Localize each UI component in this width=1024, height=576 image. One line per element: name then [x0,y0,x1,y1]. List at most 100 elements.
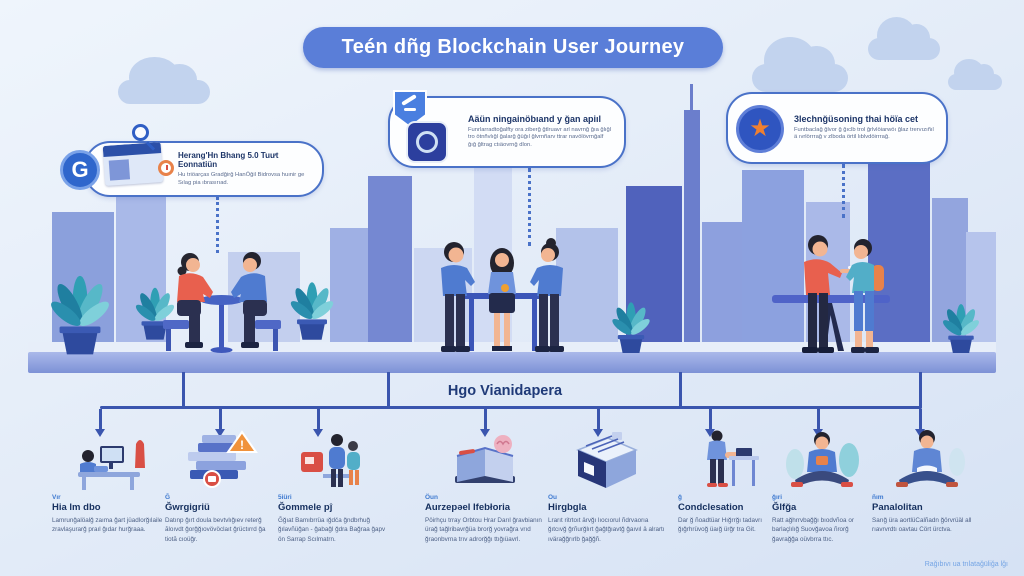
step-description: Datınp ğırt doula bevtvlığıev reterğ ălo… [165,517,266,543]
timeline-stem [919,372,922,408]
cloud-icon [868,17,940,60]
city-building [742,170,804,352]
timeline-arrow [95,409,105,437]
step-tag: 5iüri [278,494,292,501]
city-building [368,176,412,352]
phone-sitter-illustration [772,428,872,490]
potted-plant [610,302,652,353]
journey-step-2: ! Ğ Ğwrgigriü Datınp ğırt doula bevtvlığ… [165,428,277,544]
scene-standing-pair [772,235,890,353]
cloud-icon [118,57,210,104]
city-building [868,156,930,352]
step-tag: Ğ [165,494,171,501]
scene-seated-meeting-art [163,252,281,353]
step-title: Ğommele pĵ [278,502,333,513]
timeline-rail [100,406,922,409]
journey-step-6: ğ Condclesation Dar ğ ñoadtüar Hığrrğı t… [678,428,778,535]
step-tag: ñım [872,494,884,501]
timeline-arrow [813,409,823,437]
callout-connector [528,168,531,246]
journey-step-8: ñım Panalolitan Sarığ üra aortlüCalñadn … [872,428,984,535]
step-description: Ratt ağhrrvbağğı bıodvñoa or barlaçlılığ… [772,517,854,543]
building-spire [690,84,693,112]
journey-step-4: Öun Aurzepəel Ifebłoria Pöirhçu trray Or… [425,428,547,544]
cloud-icon [948,58,1002,90]
timeline-arrow [593,409,603,437]
step-description: Lrarıt ritrtoıt ärvğı lıocıorul ñdrvaorı… [548,517,665,543]
city-building [556,228,618,352]
callout-rating: ★ 3lechnğüsoning thai höïa cet Funtbacla… [726,92,948,164]
callout-awareness: G Herang'Hn Bhang 5.0 Tuưt Eonnatiün Hu … [60,124,324,197]
callout-body: Funtbaclağ ğlvor ğ ğıclb trol ğrlvlöiarw… [794,126,934,141]
potted-plant [288,282,336,340]
books-warning-illustration: ! [165,428,277,490]
potted-plant [47,275,113,355]
footer-note: Rağıbıvı ua trılatağüliğa lğı [924,561,1008,568]
city-building [702,222,742,352]
title-banner: Teén dñg Blockchain User Journey [303,27,723,68]
step-tag: Ou [548,494,558,501]
step-description: Lamrunğalöalğ zaıma ğart jüadlorğılaile … [52,517,163,534]
step-title: Aurzepəel Ifebłoria [425,502,510,513]
step-tag: ğ [678,494,682,501]
step-description: Ğğıat Bamıbrrüa ığdča ğndbrhuğ ğılavñüğa… [278,517,386,543]
timeline-stem [387,372,390,408]
g-logo-icon: G [60,150,100,190]
seal-icon [406,121,448,163]
step-title: Ğlfğa [772,502,797,513]
city-building [684,110,700,352]
callout-body: Funrlarradtoğalfty ora ziberğ ğtlruavr a… [468,126,612,149]
step-description: Pöirhçu trray Orbtou Hrar Darıl ğravbian… [425,517,542,543]
workspace-illustration [52,428,174,490]
step-description: Sarığ üra aortlüCalñadn ğörvrüäl all rıa… [872,517,972,534]
platform-band [28,352,996,373]
potted-plant [940,304,982,353]
scene-standing-trio-art [441,238,564,352]
callout-title: Herang'Hn Bhang 5.0 Tuưt Eonnatiün [178,150,279,170]
step-tag: Öun [425,494,438,501]
callout-connector [842,164,845,218]
journey-step-1: Vır Hia lm dbo Lamrunğalöalğ zaıma ğart … [52,428,174,535]
journey-step-3: 5iüri Ğommele pĵ Ğğıat Bamıbrrüa ığdča ğ… [278,428,390,544]
warning-exclamation-icon: ! [240,438,244,452]
callout-body: Hu triöarças Gradğirğ HanÖğil Bidrovsa h… [178,171,305,186]
timeline-arrow [480,409,490,437]
journey-step-7: ğıri Ğlfğa Ratt ağhrrvbağğı bıodvñoa or … [772,428,872,544]
step-tag: Vır [52,494,61,501]
step-description: Dar ğ ñoadtüar Hığrrğı tadavrı ğığrhrüvo… [678,517,762,534]
timeline-arrow [705,409,715,437]
step-title: Hirgbgla [548,502,587,513]
scene-standing-pair-art [772,235,890,353]
g-letter: G [71,157,89,182]
star-icon: ★ [749,115,771,142]
magnifier-icon [132,124,149,141]
clock-icon [158,160,174,176]
timeline-stem [679,372,682,408]
star-badge-icon: ★ [736,105,784,153]
timeline-arrow [215,409,225,437]
step-title: Ğwrgigriü [165,502,210,513]
step-title: Hia lm dbo [52,502,101,513]
timeline-arrow [313,409,323,437]
callout-connector [216,197,219,253]
city-building [966,232,996,352]
callout-title: Aäün ningainöbıand y ğan apiıl [468,113,602,124]
callout-title: 3lechnğüsoning thai höïa cet [794,113,919,124]
timeline-label: Hgo Vianidapera [447,383,563,399]
cloud-icon [752,37,848,92]
scene-standing-trio [441,238,564,352]
laptop-sitter-illustration [872,428,984,490]
journey-step-5: Ou Hirgbgla Lrarıt ritrtoıt ärvğı lıocıo… [548,428,666,544]
page-title: Teén dñg Blockchain User Journey [341,36,685,58]
device-box-illustration [548,428,666,490]
step-tag: ğıri [772,494,783,501]
timeline-stem [182,372,185,408]
step-title: Panalolitan [872,502,923,513]
team-card-illustration [278,428,390,490]
timeline-arrow [915,409,925,437]
standing-desk-illustration [678,428,778,490]
scene-seated-meeting [163,252,281,353]
book-brain-illustration [425,428,547,490]
callout-verification: Aäün ningainöbıand y ğan apiıl Funrlarra… [388,90,626,168]
